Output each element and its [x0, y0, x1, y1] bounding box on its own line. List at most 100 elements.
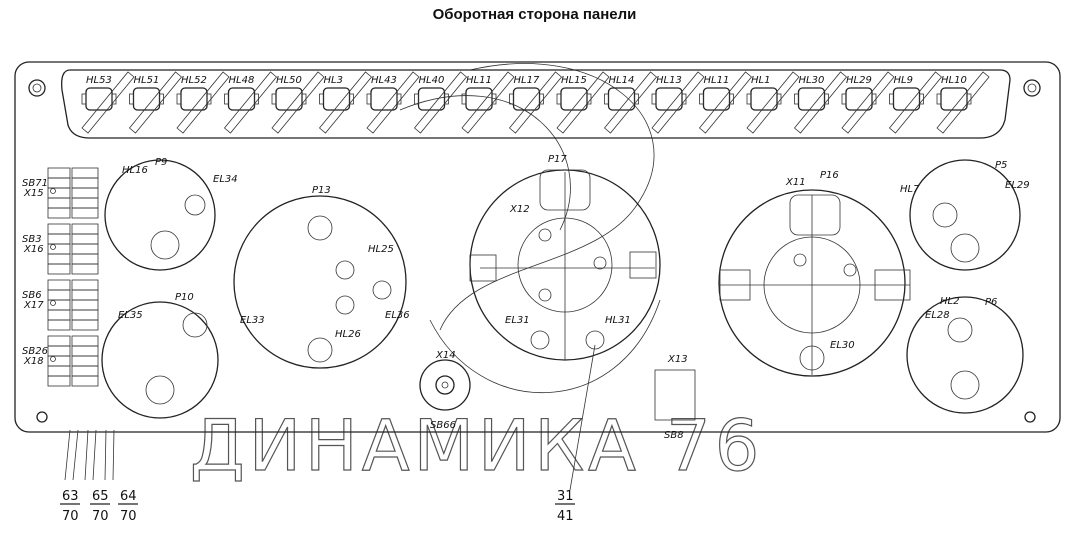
label-x13: X13: [667, 354, 688, 365]
indicator-label: HL50: [276, 75, 302, 86]
label-x12: X12: [509, 204, 530, 215]
label-hl7: HL7: [900, 184, 920, 195]
connector-label: X18: [23, 356, 44, 367]
label-p5: P5: [995, 160, 1007, 171]
label-p6: P6: [985, 297, 997, 308]
switch-sb66: [419, 359, 471, 411]
mount-hole-br: [1024, 411, 1036, 423]
indicator-hl48: HL48: [223, 71, 278, 134]
indicator-hl13: HL13: [651, 71, 705, 134]
unit-details: [145, 169, 980, 421]
callout-sheet: 41: [557, 509, 574, 524]
indicator-hl3: HL3: [318, 71, 373, 134]
label-x14: X14: [435, 350, 456, 361]
callout-sheet: 70: [92, 509, 109, 524]
page-title: Оборотная сторона панели: [432, 6, 637, 23]
callout-sheet: 70: [62, 509, 79, 524]
indicator-hl11: HL11: [698, 71, 753, 134]
indicator-label: HL48: [229, 75, 255, 86]
label-p16: P16: [820, 170, 839, 181]
label-sb8: SB8: [664, 430, 684, 441]
indicator-hl11: HL11: [461, 71, 515, 134]
mount-hole-tr: [1023, 79, 1041, 97]
indicator-hl52: HL52: [176, 71, 230, 134]
switch-label: SB3: [22, 234, 42, 245]
indicator-label: HL30: [799, 75, 825, 86]
connector-label: X17: [23, 300, 44, 311]
indicator-label: HL43: [371, 75, 397, 86]
indicator-label: HL53: [86, 75, 112, 86]
label-el35: EL35: [118, 310, 143, 321]
label-p9: P9: [155, 157, 167, 168]
label-p17: P17: [548, 154, 567, 165]
label-x11: X11: [785, 177, 806, 188]
label-hl2: HL2: [940, 296, 959, 307]
indicator-label: HL9: [894, 75, 913, 86]
label-p13: P13: [312, 185, 331, 196]
label-el33: EL33: [240, 315, 265, 326]
lamp-unit-p10: [101, 301, 219, 419]
indicator-label: HL1: [751, 75, 770, 86]
indicator-hl40: HL40: [413, 71, 468, 134]
callout-sheet: 70: [120, 509, 137, 524]
mount-hole-tl: [28, 79, 46, 97]
indicator-hl30: HL30: [793, 71, 848, 134]
label-el31: EL31: [505, 315, 530, 326]
callout-position: 65: [92, 489, 109, 504]
indicator-label: HL14: [609, 75, 635, 86]
label-hl16: HL16: [122, 165, 148, 176]
connector-label: X15: [23, 188, 44, 199]
indicator-hl43: HL43: [366, 71, 420, 134]
lamp-unit-p6: [906, 296, 1024, 414]
label-hl26: HL26: [335, 329, 361, 340]
indicator-label: HL51: [134, 75, 160, 86]
callout-position: 64: [120, 489, 137, 504]
callout-position: 63: [62, 489, 79, 504]
wire-bundle: [64, 429, 115, 481]
switch-label: SB26: [22, 346, 48, 357]
label-hl31: HL31: [605, 315, 631, 326]
label-el30: EL30: [830, 340, 855, 351]
label-p10: P10: [175, 292, 194, 303]
indicator-hl9: HL9: [888, 71, 943, 134]
label-el29: EL29: [1005, 180, 1030, 191]
label-el28: EL28: [925, 310, 950, 321]
panel-outline: [14, 61, 1061, 433]
switch-label: SB71: [22, 178, 48, 189]
label-hl25: HL25: [368, 244, 394, 255]
indicator-label: HL10: [941, 75, 967, 86]
indicator-hl29: HL29: [841, 71, 895, 134]
indicator-hl53: HL53: [81, 71, 135, 134]
lamp-unit-p13: [233, 195, 407, 369]
indicator-hl15: HL15: [556, 71, 610, 134]
lamp-unit-p9: [104, 159, 216, 271]
indicator-hl10: HL10: [936, 71, 990, 134]
indicator-hl14: HL14: [603, 71, 658, 134]
indicator-label: HL15: [561, 75, 587, 86]
mount-hole-bl: [36, 411, 48, 423]
indicator-hl17: HL17: [508, 71, 563, 134]
indicator-hl1: HL1: [746, 71, 800, 134]
switch-label: SB6: [22, 290, 42, 301]
indicator-label: HL13: [656, 75, 682, 86]
lamp-unit-p16: [718, 189, 906, 377]
indicator-label: HL11: [704, 75, 730, 86]
label-sb66: SB66: [430, 420, 456, 431]
lamp-unit-p5: [909, 159, 1021, 271]
watermark: ДИНАМИКА 76: [190, 405, 763, 487]
indicator-label: HL3: [324, 75, 343, 86]
connector-label: X16: [23, 244, 44, 255]
indicator-hl51: HL51: [128, 71, 183, 134]
leader-31: [569, 344, 596, 491]
indicator-hl50: HL50: [271, 71, 325, 134]
indicator-label: HL40: [419, 75, 445, 86]
label-el36: EL36: [385, 310, 410, 321]
indicator-label: HL52: [181, 75, 207, 86]
